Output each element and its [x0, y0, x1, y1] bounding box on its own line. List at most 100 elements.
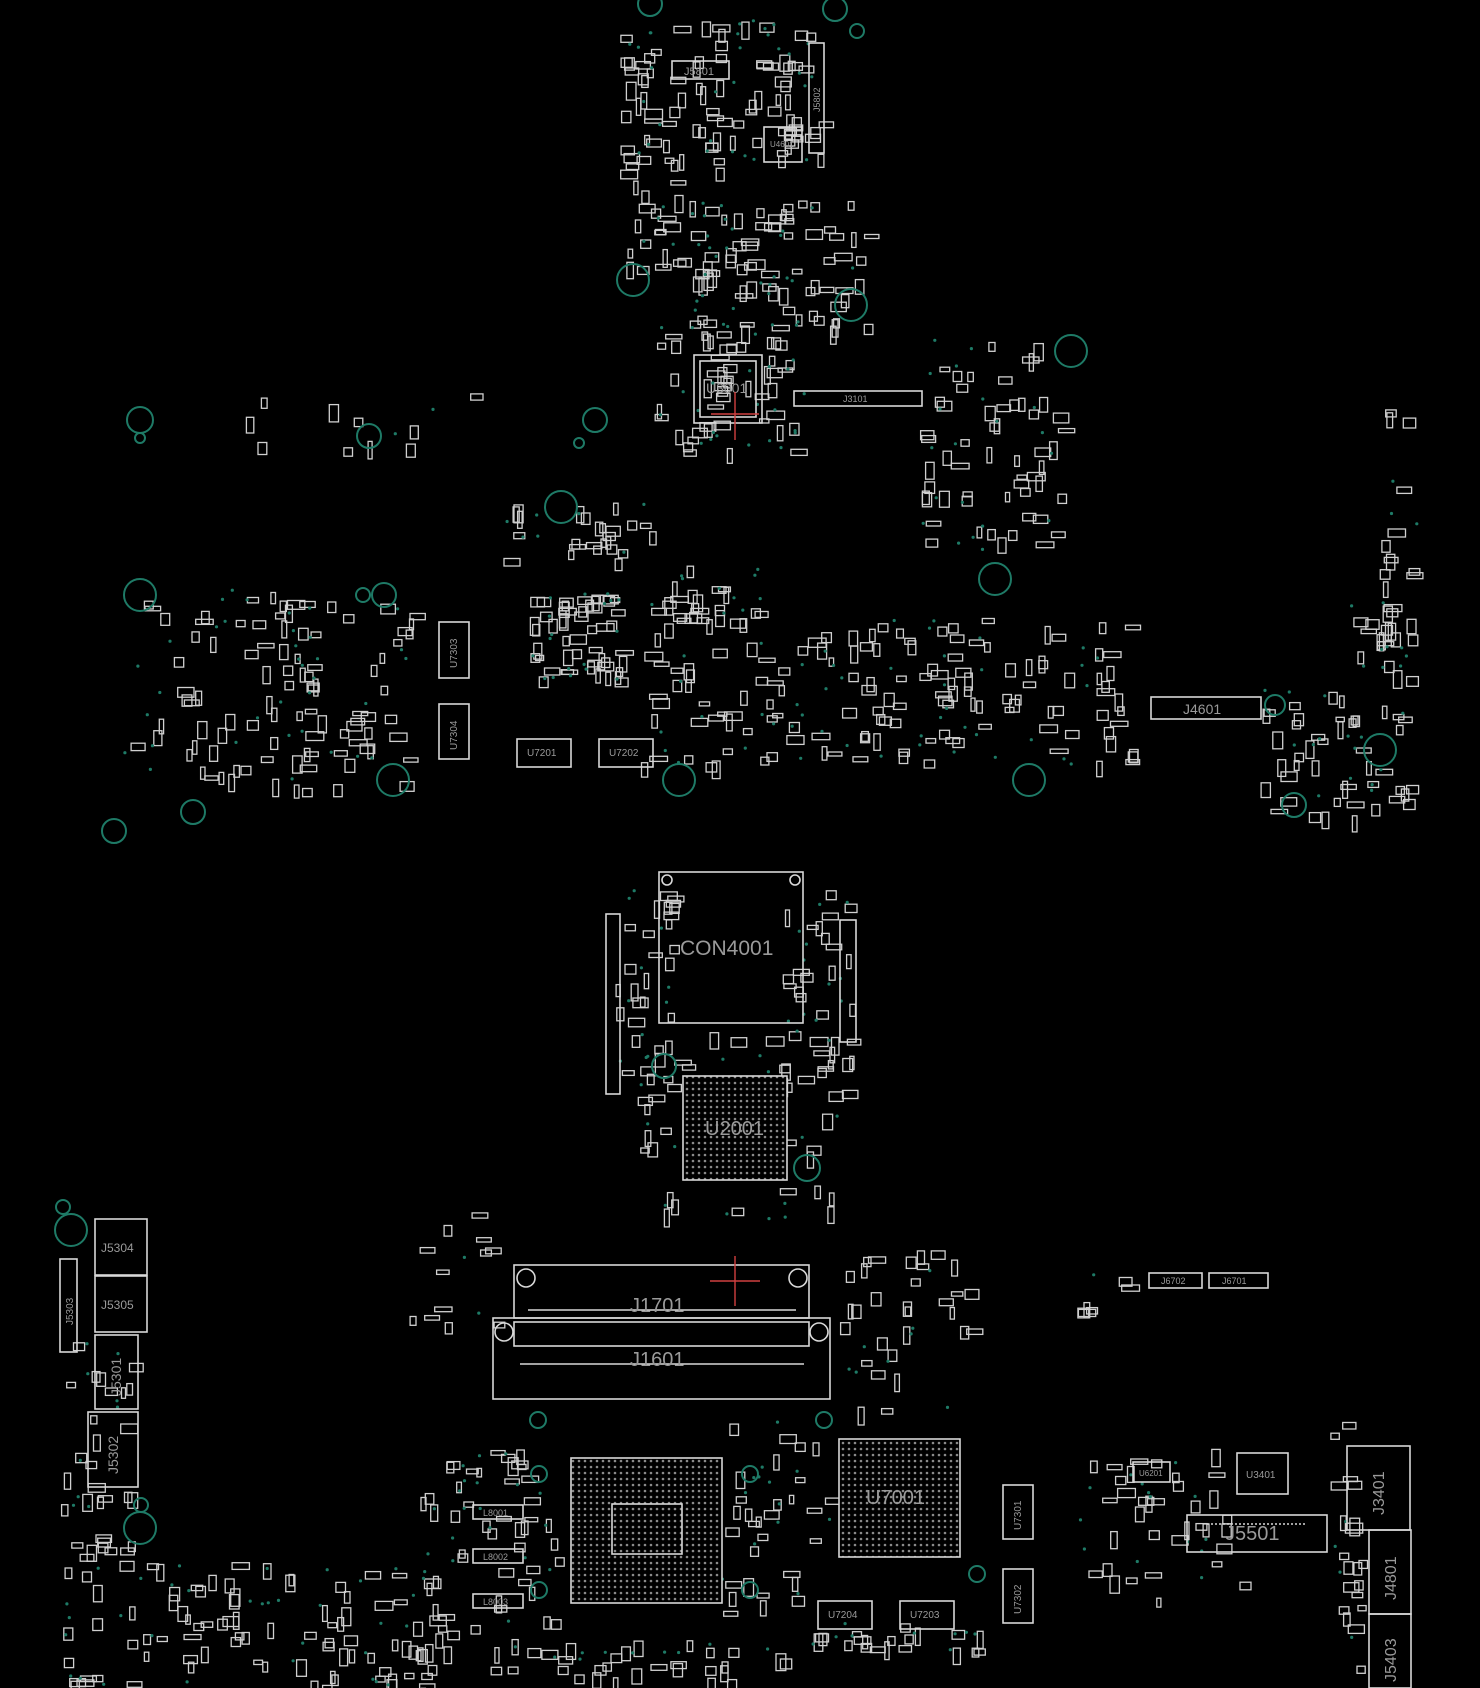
component-U3001[interactable]: U3001: [693, 354, 763, 424]
component-J1601[interactable]: J1601: [492, 1317, 831, 1400]
component-J3101[interactable]: J3101: [793, 390, 923, 407]
component-J5AAP-connector[interactable]: [839, 919, 857, 1043]
component-U7303[interactable]: U7303: [438, 621, 470, 679]
passive-component: [674, 194, 684, 214]
passive-component: [612, 502, 619, 516]
component-J4801[interactable]: J4801: [1368, 1529, 1412, 1615]
passive-component: [1137, 1496, 1155, 1506]
passive-component: [698, 127, 707, 139]
passive-component: [817, 153, 825, 168]
passive-component: [641, 74, 649, 89]
component-J5301[interactable]: J5301: [94, 1334, 139, 1410]
component-U6201[interactable]: U6201: [1132, 1461, 1171, 1483]
component-J5801[interactable]: J5801: [671, 60, 730, 80]
component-L8003[interactable]: L8003: [472, 1593, 524, 1609]
component-U4601[interactable]: U4601: [763, 126, 803, 163]
component-U7204[interactable]: U7204: [817, 1600, 873, 1630]
passive-component: [574, 611, 589, 622]
via: [753, 332, 758, 336]
passive-component: [633, 180, 639, 196]
label-U7203: U7203: [910, 1610, 940, 1621]
passive-component: [862, 1634, 869, 1650]
passive-component: [646, 68, 654, 79]
passive-component: [75, 1452, 88, 1464]
component-U2001[interactable]: U2001: [682, 1075, 788, 1181]
component-J5802[interactable]: J5802: [808, 42, 825, 154]
passive-component: [1330, 1432, 1340, 1440]
component-J1701[interactable]: J1701: [513, 1264, 810, 1319]
via: [834, 1635, 838, 1639]
component-J5304[interactable]: J5304: [94, 1218, 148, 1276]
passive-component: [144, 605, 162, 612]
via: [644, 1055, 648, 1060]
passive-component: [791, 61, 804, 71]
component-J6102-connector[interactable]: [605, 913, 621, 1095]
component-J6701[interactable]: J6701: [1208, 1272, 1269, 1289]
passive-component: [729, 1423, 740, 1437]
via: [889, 666, 893, 670]
passive-component: [1396, 486, 1413, 495]
passive-component: [950, 462, 970, 470]
component-U7001[interactable]: U7001: [838, 1438, 961, 1558]
component-L8002[interactable]: L8002: [472, 1548, 524, 1564]
passive-component: [963, 686, 972, 697]
passive-component: [585, 599, 595, 612]
component-J5501[interactable]: J5501: [1186, 1514, 1328, 1553]
component-U7203[interactable]: U7203: [899, 1600, 955, 1630]
passive-component: [1106, 1463, 1123, 1471]
component-CON4001[interactable]: CON4001: [658, 871, 804, 1024]
passive-component: [1103, 726, 1115, 740]
via: [318, 1603, 322, 1607]
passive-component: [949, 1306, 956, 1320]
component-J4601[interactable]: J4601: [1150, 696, 1262, 720]
component-U7301[interactable]: U7301: [1002, 1484, 1034, 1540]
passive-component: [725, 1581, 743, 1589]
component-J5303[interactable]: J5303: [59, 1258, 78, 1353]
passive-component: [692, 276, 703, 293]
component-J5302[interactable]: J5302: [87, 1411, 139, 1488]
component-U7202[interactable]: U7202: [598, 738, 654, 768]
component-J6702[interactable]: J6702: [1148, 1272, 1203, 1289]
passive-component: [343, 1591, 351, 1604]
passive-component: [305, 731, 325, 742]
component-U7304[interactable]: U7304: [438, 703, 470, 760]
passive-component: [1357, 651, 1365, 665]
passive-component: [380, 685, 389, 696]
passive-component: [230, 1588, 241, 1607]
component-U7201[interactable]: U7201: [516, 738, 572, 768]
passive-component: [1288, 701, 1301, 711]
component-U3401[interactable]: U3401: [1236, 1452, 1289, 1495]
component-J5403[interactable]: J5403: [1368, 1613, 1412, 1688]
passive-component: [923, 759, 936, 769]
passive-component: [199, 766, 206, 780]
label-U7204: U7204: [828, 1610, 858, 1621]
passive-component: [766, 680, 784, 686]
via: [677, 1650, 681, 1655]
passive-component: [343, 447, 354, 457]
passive-component: [771, 324, 790, 332]
passive-component: [649, 755, 669, 763]
component-J5305[interactable]: J5305: [94, 1275, 148, 1333]
component-cpu-bga[interactable]: [570, 1457, 723, 1604]
passive-component: [598, 652, 606, 671]
component-U7302[interactable]: U7302: [1002, 1568, 1034, 1624]
passive-component: [759, 1600, 767, 1617]
via: [783, 1215, 787, 1219]
via: [150, 1634, 154, 1638]
passive-component: [446, 1461, 455, 1474]
passive-component: [868, 628, 876, 643]
passive-component: [561, 600, 570, 612]
passive-component: [1371, 803, 1381, 817]
passive-component: [1405, 675, 1420, 687]
passive-component: [1211, 1561, 1223, 1568]
via: [721, 322, 726, 326]
passive-component: [804, 133, 822, 143]
component-J3401[interactable]: J3401: [1346, 1445, 1411, 1531]
passive-component: [703, 272, 714, 292]
via: [772, 275, 776, 279]
component-L8001[interactable]: L8001: [472, 1504, 524, 1520]
mounting-hole: [530, 1581, 548, 1599]
via: [776, 1520, 780, 1524]
via: [578, 1657, 582, 1661]
